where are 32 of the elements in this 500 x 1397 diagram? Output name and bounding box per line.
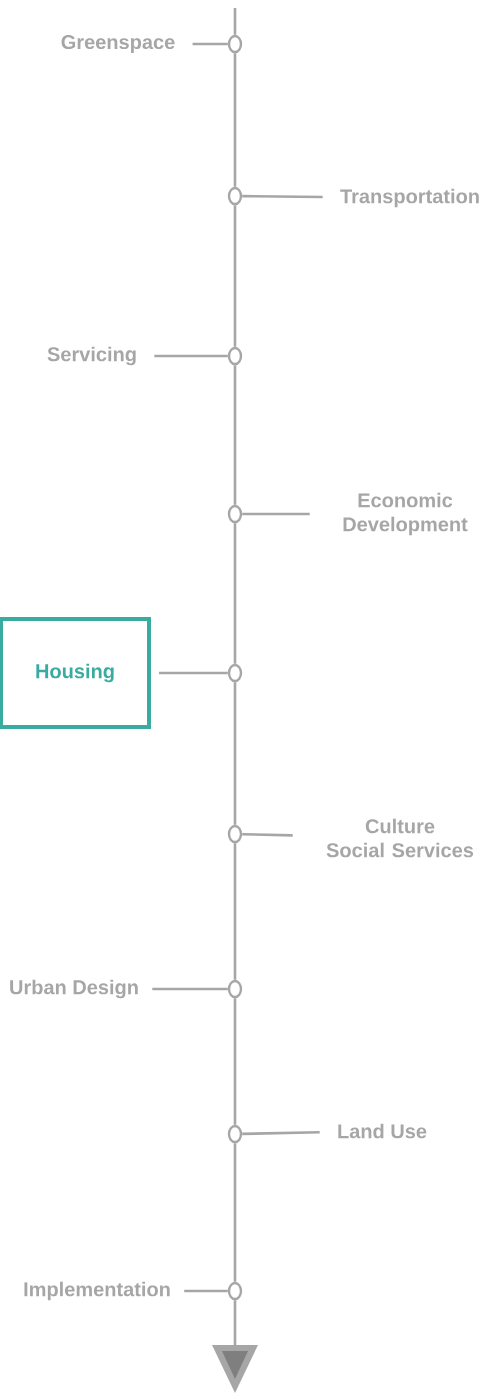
connector-line	[242, 194, 323, 199]
timeline-line	[233, 523, 237, 664]
topic-label: Transportation	[340, 188, 479, 208]
topic-label: Urban Design	[10, 979, 138, 999]
timeline-line	[233, 1143, 237, 1282]
topic-label: Servicing	[47, 346, 136, 366]
topic-label: Greenspace	[61, 34, 175, 54]
timeline-line	[233, 8, 237, 35]
connector-line	[242, 1131, 320, 1136]
junction-circle	[227, 663, 243, 683]
timeline-line	[233, 365, 237, 505]
connector-line	[242, 832, 293, 837]
connector-line	[154, 354, 228, 358]
connector-line	[192, 42, 228, 46]
highlight-box: Housing	[0, 617, 151, 729]
topic-label: Implementation	[24, 1281, 170, 1301]
junction-circle	[227, 186, 243, 206]
topic-label: Culture Social Services	[326, 818, 474, 858]
connector-line	[184, 1289, 228, 1293]
junction-circle	[227, 824, 243, 844]
timeline-line	[233, 998, 237, 1125]
junction-circle	[227, 346, 243, 366]
timeline-line	[233, 53, 237, 187]
timeline-arrow	[212, 1300, 258, 1393]
connector-line	[159, 671, 228, 675]
connector-line	[152, 987, 228, 991]
connector-line	[242, 512, 310, 516]
timeline-line	[233, 843, 237, 980]
timeline-line	[233, 205, 237, 347]
topic-label: Economic Development	[343, 492, 468, 536]
timeline-line	[233, 682, 237, 825]
topic-label: Land Use	[338, 1123, 427, 1139]
